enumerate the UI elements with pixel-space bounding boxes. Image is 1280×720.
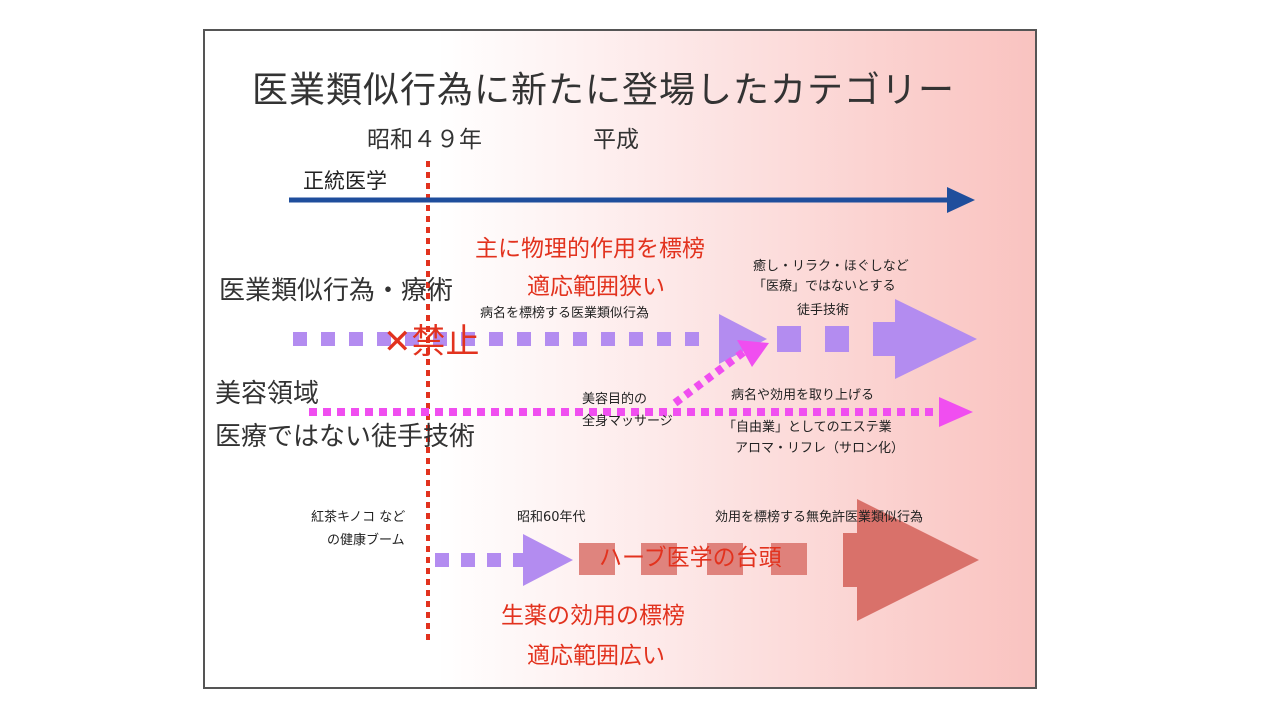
slide: 医業類似行為に新たに登場したカテゴリー 昭和４９年 平成 正統医学 医業類似行為… [203, 29, 1037, 689]
iryo-arrowhead-large [873, 299, 977, 379]
note-kocha-2: の健康ブーム [327, 533, 405, 548]
row-label-seito: 正統医学 [303, 169, 387, 193]
iryo-arrowhead-small [719, 314, 767, 364]
note-zenshin-1: 美容目的の [582, 392, 648, 407]
note-semai: 適応範囲狭い [527, 274, 665, 300]
note-kouyou-1: 病名や効用を取り上げる [731, 388, 875, 403]
note-kouyou-3: アロマ・リフレ（サロン化） [735, 441, 905, 456]
herb-dashed-line [435, 553, 527, 567]
note-iyashi-2: 「医療」ではないとする [753, 279, 896, 294]
herb-arrowhead-large [843, 499, 979, 621]
note-zenshin-2: 全身マッサージ [582, 414, 673, 429]
note-butsuri: 主に物理的作用を標榜 [475, 236, 705, 262]
note-herb: ハーブ医学の台頭 [599, 545, 782, 571]
iryo-block-1 [777, 326, 801, 352]
note-kouyou-2: 「自由業」としてのエステ業 [723, 420, 892, 435]
row-label-iryo-ruiji: 医業類似行為・療術 [219, 276, 454, 306]
era-label-heisei: 平成 [593, 127, 639, 153]
note-showa60: 昭和60年代 [517, 510, 586, 525]
biyo-branch-arrowhead [737, 340, 769, 367]
herb-block-3 [707, 543, 743, 575]
seito-arrowhead [947, 187, 975, 213]
diagram-graphics [289, 161, 979, 643]
prohibited-mark: ✕禁止 [383, 322, 480, 362]
iryo-dashed-line [293, 332, 699, 346]
iryo-block-2 [825, 326, 849, 352]
herb-block-1 [579, 543, 615, 575]
row-label-biyo-1: 美容領域 [215, 379, 320, 409]
note-iyashi-3: 徒手技術 [797, 303, 850, 318]
note-hiroi: 適応範囲広い [527, 643, 665, 669]
biyo-branch-line [672, 347, 748, 407]
herb-lavender-arrowhead [523, 534, 573, 586]
note-shoyaku: 生薬の効用の標榜 [501, 603, 685, 629]
biyo-arrowhead [939, 397, 973, 427]
herb-block-2 [641, 543, 677, 575]
row-label-biyo-2: 医療ではない徒手技術 [215, 422, 476, 452]
note-byomei: 病名を標榜する医業類似行為 [480, 306, 650, 321]
herb-block-4 [771, 543, 807, 575]
era-label-showa: 昭和４９年 [367, 127, 482, 153]
note-iyashi-1: 癒し・リラク・ほぐしなど [753, 259, 909, 274]
slide-title: 医業類似行為に新たに登場したカテゴリー [252, 70, 956, 111]
note-mumen: 効用を標榜する無免許医業類似行為 [715, 510, 924, 525]
note-kocha-1: 紅茶キノコ など [311, 510, 406, 525]
